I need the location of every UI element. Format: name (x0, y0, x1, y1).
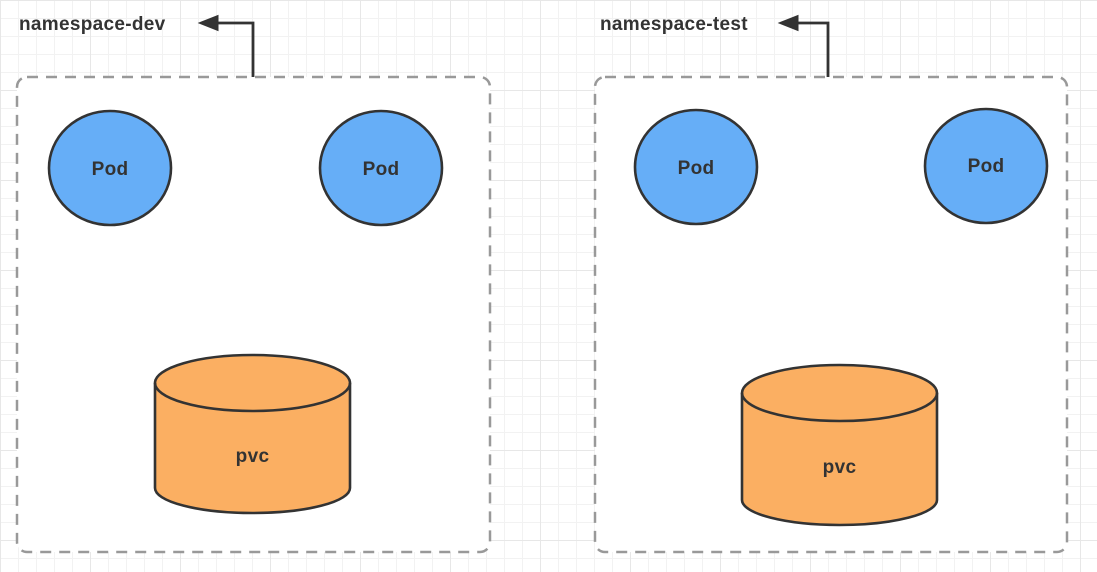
arrowhead-icon (777, 14, 799, 32)
namespace-test-group: namespace-test Pod Pod pvc (593, 14, 1069, 554)
pod-circle (923, 107, 1049, 225)
pod-2-dev: Pod (318, 109, 444, 227)
pvc-cylinder-dev: pvc (153, 353, 352, 515)
cylinder-body (153, 353, 352, 515)
pod-label: Pod (363, 159, 400, 180)
pvc-label: pvc (823, 457, 857, 478)
namespace-dev-label: namespace-dev (19, 14, 166, 35)
arrow-line (218, 21, 255, 77)
pod-circle (633, 108, 759, 226)
pod-1-test: Pod (633, 108, 759, 226)
pvc-label: pvc (236, 446, 270, 467)
arrow-line (797, 21, 830, 77)
namespace-dev-pointer-arrow (197, 14, 255, 77)
pod-circle (47, 109, 173, 227)
pod-2-test: Pod (923, 107, 1049, 225)
namespace-test-label: namespace-test (600, 14, 748, 35)
pod-label: Pod (968, 156, 1005, 177)
pvc-cylinder-test: pvc (740, 363, 939, 527)
cylinder-top-arc (153, 382, 352, 413)
namespace-test-pointer-arrow (777, 14, 830, 77)
pod-label: Pod (678, 158, 715, 179)
pod-label: Pod (92, 159, 129, 180)
arrowhead-icon (197, 14, 219, 32)
namespace-dev-group: namespace-dev Pod Pod pvc (15, 14, 492, 554)
cylinder-body (740, 363, 939, 527)
pod-1-dev: Pod (47, 109, 173, 227)
pod-circle (318, 109, 444, 227)
cylinder-top-arc (740, 392, 939, 423)
